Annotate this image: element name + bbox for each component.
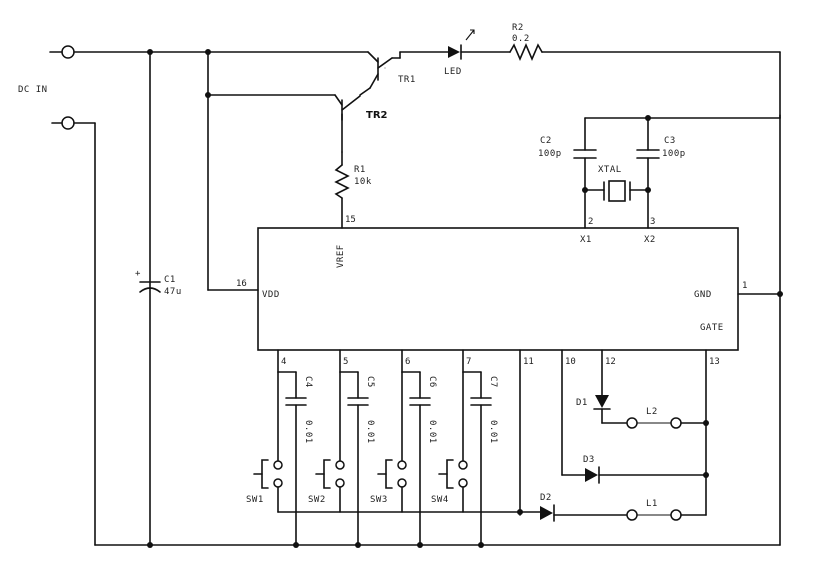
pin-10: 10 [565, 357, 576, 367]
pin-7: 7 [466, 357, 471, 367]
d2-label: D2 [540, 493, 552, 503]
c5-name: C5 [365, 376, 375, 388]
pin-3: 3 [650, 217, 655, 227]
c1-value: 47u [164, 287, 182, 297]
diode-d1-lamp-l2: D1 L2 [576, 395, 709, 429]
sw1-label: SW1 [246, 495, 264, 505]
c4-value: 0.01 [303, 420, 313, 444]
switch-block-4: C7 0.01 SW4 [431, 371, 498, 546]
c4-name: C4 [303, 376, 313, 388]
diode-d3: D3 [561, 455, 709, 484]
c5-value: 0.01 [365, 420, 375, 444]
ic-vdd-label: VDD [262, 290, 280, 300]
r2-value: 0.2 [512, 34, 530, 44]
tr2-label: TR2 [366, 110, 388, 121]
switch-common-bus [277, 509, 541, 548]
pin-15: 15 [345, 215, 356, 225]
led-label: LED [444, 67, 462, 77]
sw2-label: SW2 [308, 495, 326, 505]
xtal-label: XTAL [598, 165, 622, 175]
pin-12: 12 [605, 357, 616, 367]
capacitor-c1: + C1 47u [135, 269, 182, 297]
ic-gnd-label: GND [694, 290, 712, 300]
ic-bottom-pins: 4 5 6 7 11 10 12 13 [277, 349, 720, 516]
ic-gate-label: GATE [700, 323, 724, 333]
resistor-r1: R1 10k 15 [334, 151, 372, 229]
pin-16: 16 [236, 279, 247, 289]
r1-name: R1 [354, 165, 366, 175]
pin-1: 1 [742, 281, 747, 291]
svg-text:+: + [135, 269, 141, 279]
transistor-tr2: TR2 [334, 94, 388, 153]
supply-rail [73, 49, 369, 546]
pin-11: 11 [523, 357, 534, 367]
ic-x2-label: X2 [644, 235, 656, 245]
led-and-r2: LED R2 0.2 [399, 23, 781, 119]
d1-label: D1 [576, 398, 588, 408]
tr1-label: TR1 [398, 75, 416, 85]
sw3-label: SW3 [370, 495, 388, 505]
d3-label: D3 [583, 455, 595, 465]
r1-value: 10k [354, 177, 372, 187]
dc-in-label: DC IN [18, 85, 48, 95]
sw4-label: SW4 [431, 495, 449, 505]
c3-name: C3 [664, 136, 676, 146]
diode-d2-lamp-l1: D2 L1 [540, 493, 707, 522]
pin-5: 5 [343, 357, 348, 367]
c1-name: C1 [164, 275, 176, 285]
ic-chip: 16 VDD VREF X1 X2 GND 1 GATE [236, 227, 783, 351]
pin-2: 2 [588, 217, 593, 227]
c6-name: C6 [427, 376, 437, 388]
c3-value: 100p [662, 149, 686, 159]
l2-label: L2 [646, 407, 658, 417]
l1-label: L1 [646, 499, 658, 509]
switch-block-2: C5 0.01 SW2 [308, 371, 375, 546]
switch-block-1: C4 0.01 SW1 [246, 371, 313, 546]
c2-value: 100p [538, 149, 562, 159]
pin-6: 6 [405, 357, 410, 367]
pin-13: 13 [709, 357, 720, 367]
r2-name: R2 [512, 23, 524, 33]
c6-value: 0.01 [427, 420, 437, 444]
oscillator-section: C2 100p C3 100p XTAL 2 3 [538, 115, 781, 229]
c2-name: C2 [540, 136, 552, 146]
transistor-tr1: TR1 [359, 51, 416, 96]
dc-input-terminals: DC IN [18, 45, 75, 130]
c7-value: 0.01 [488, 420, 498, 444]
ground-rail [73, 114, 781, 548]
switch-block-3: C6 0.01 SW3 [370, 371, 437, 546]
ic-vref-label: VREF [336, 244, 346, 268]
ic-x1-label: X1 [580, 235, 592, 245]
c7-name: C7 [488, 376, 498, 388]
pin-4: 4 [281, 357, 286, 367]
